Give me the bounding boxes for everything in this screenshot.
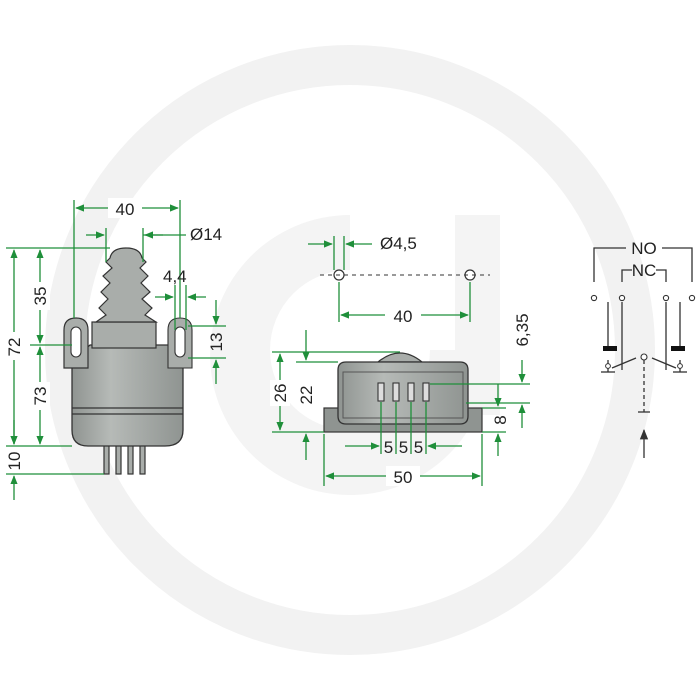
dim-pin-pitch-3: 5 [414,438,423,457]
dim-slot-height: 13 [207,333,226,352]
side-view-collar [91,321,157,349]
dim-body-height: 26 [271,384,290,403]
dim-side-width: 40 [116,200,135,219]
rubber-boot [94,247,159,323]
dim-pin-pitch-1: 5 [384,438,393,457]
dim-lower-height: 73 [31,387,50,406]
dim-pin-pitch-2: 5 [399,438,408,457]
side-view-body [71,344,184,447]
switch-schematic: NO NC [590,239,696,458]
side-view: 40 Ø14 4,4 13 72 35 [4,198,226,500]
front-view: Ø4,5 40 6,35 8 [270,234,532,487]
label-nc: NC [632,261,657,280]
dim-boot-diameter: Ø14 [190,225,222,244]
dim-slot-width: 4,4 [163,267,187,286]
dim-upper-height: 35 [31,287,50,306]
dim-base-width: 50 [394,468,413,487]
dim-total-height: 72 [5,338,24,357]
dim-top-offset: 6,35 [513,313,532,346]
dim-hole-spacing: 40 [394,307,413,326]
front-view-pins [377,382,430,402]
dim-pin-length: 10 [5,452,24,471]
dim-hole-diameter: Ø4,5 [380,234,417,253]
front-view-body [337,361,469,425]
dim-flange-height: 8 [491,415,510,424]
dim-inner-height: 22 [297,386,316,405]
label-no: NO [631,239,657,258]
